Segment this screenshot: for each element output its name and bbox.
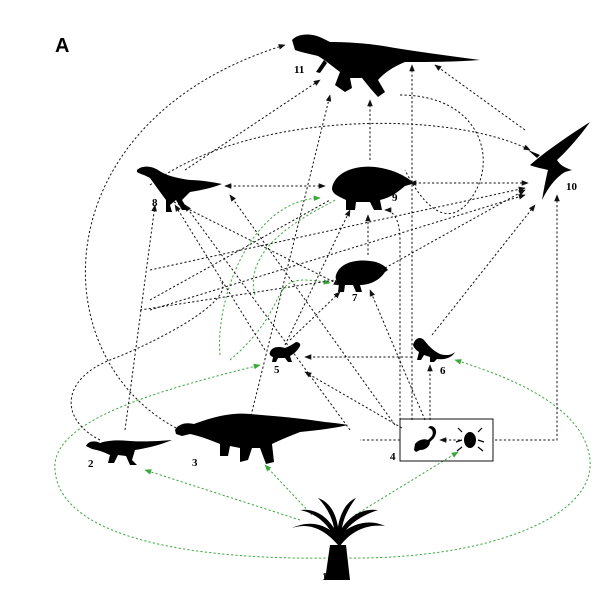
edge-long-diag-1: [149, 199, 331, 301]
small-theropod-icon: [137, 166, 222, 212]
edge-plant-to-ornithopod-loop: [54, 363, 331, 559]
edge-invertebrates-to-mammal: [304, 371, 403, 429]
ankylosaur-icon: [332, 166, 412, 210]
edge-mammal-to-small-theropod: [174, 204, 266, 351]
edge-lizard-to-pterosaur: [431, 204, 536, 336]
edge-pterosaur-to-large-theropod: [434, 64, 526, 131]
edge-green-loop-to-ankylosaur: [219, 195, 321, 356]
edge-invertebrates-to-small-theropod: [229, 194, 396, 426]
node-label-6: 6: [440, 365, 446, 377]
herbivory-edges: [54, 195, 591, 559]
node-label-4: 4: [390, 451, 396, 463]
edge-arc-left-to-large-theropod: [84, 44, 286, 431]
node-label-9: 9: [392, 192, 398, 204]
cycad-plant-icon: [292, 498, 385, 580]
edge-left-to-pterosaur-1: [149, 186, 526, 271]
edge-turtle-to-pterosaur: [384, 189, 526, 269]
scorpion-icon: [414, 426, 437, 452]
large-theropod-icon: [292, 34, 480, 97]
edge-left-to-pterosaur-2: [149, 194, 526, 311]
edge-invertebrates-to-ankylosaur: [384, 207, 401, 420]
edge-plant-to-lizard-loop: [344, 359, 591, 559]
node-label-10: 10: [566, 181, 578, 193]
node-label-7: 7: [352, 292, 358, 304]
edge-arc-bottom-left-loop: [70, 279, 224, 441]
node-label-2: 2: [88, 458, 94, 470]
edge-invertebrates-to-pterosaur: [495, 194, 560, 441]
beetle-icon: [455, 427, 485, 452]
edge-invertebrates-to-turtle: [369, 289, 426, 421]
edge-small-theropod-to-turtle: [169, 199, 341, 286]
edge-long-diag-2: [139, 279, 336, 311]
node-label-3: 3: [192, 457, 198, 469]
invertebrates-box-icon: [399, 418, 494, 462]
turtle-icon: [335, 260, 388, 292]
edge-green-loop-upper: [252, 199, 336, 296]
pterosaur-icon: [528, 122, 590, 200]
edge-sauropod-to-small-theropod: [184, 204, 351, 431]
edge-small-theropod-to-large-theropod: [184, 79, 321, 171]
edge-arc-right-loop: [399, 94, 484, 215]
node-label-11: 11: [294, 64, 304, 76]
small-mammal-icon: [269, 342, 301, 362]
edge-mammal-to-ankylosaur: [284, 209, 351, 346]
small-ornithopod-icon: [86, 440, 172, 465]
edge-plant-to-sauropod: [264, 464, 313, 516]
node-label-8: 8: [152, 197, 158, 209]
lizard-icon: [413, 337, 455, 362]
edge-mammal-to-turtle: [289, 291, 341, 341]
edge-sauropod-to-large-theropod: [249, 94, 332, 421]
edge-plant-to-ornithopod: [144, 469, 301, 521]
node-label-5: 5: [274, 364, 280, 376]
predation-edges: [70, 44, 560, 441]
panel-label: A: [55, 35, 69, 57]
node-label-1: 1: [322, 571, 328, 583]
sauropod-icon: [175, 413, 348, 464]
